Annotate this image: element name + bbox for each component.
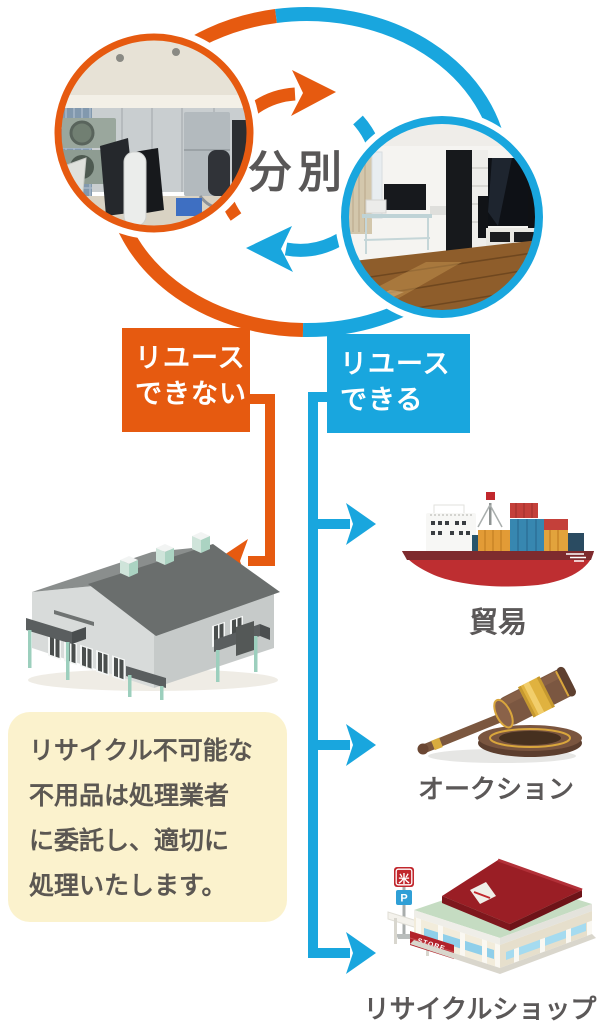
label-box-not-reusable: リユース できない	[122, 328, 250, 432]
label-box-reusable: リユース できる	[327, 334, 470, 433]
shop-signpole: 米 P	[394, 867, 414, 939]
disposal-note: リサイクル不可能な 不用品は処理業者 に委託し、適切に 処理いたします。	[8, 712, 287, 922]
ship-containers	[472, 503, 584, 552]
factory-awnings	[26, 618, 270, 700]
recycle-shop-icon: 米 P	[387, 858, 596, 974]
roof-vents	[120, 532, 210, 577]
shop-sign-glyph: 米	[398, 872, 411, 886]
cargo-ship-icon	[402, 492, 594, 587]
shop-roof	[442, 858, 583, 931]
right-photo-ring	[341, 116, 543, 318]
recycle-shop-label: リサイクルショップ	[363, 994, 597, 1024]
factory-icon	[26, 532, 280, 700]
blue-arrowhead-trade-icon	[346, 503, 376, 545]
cycle-center-label: 分別	[248, 148, 348, 197]
ship-flag	[486, 492, 495, 500]
left-photo-ring	[54, 33, 254, 233]
blue-arrowhead-auction-icon	[346, 724, 376, 766]
tidy-room-photo	[348, 123, 536, 311]
sorting-cycle-diagram: 分別	[48, 7, 549, 338]
draft-marks	[566, 553, 586, 562]
trade-label: 貿易	[468, 607, 527, 639]
parking-sign-label: P	[400, 893, 407, 905]
auction-label: オークション	[417, 774, 574, 804]
gavel-head	[493, 666, 577, 729]
blue-flow-line	[308, 392, 376, 974]
auction-gavel-icon	[417, 666, 582, 763]
blue-arrowhead-shop-icon	[346, 932, 376, 974]
